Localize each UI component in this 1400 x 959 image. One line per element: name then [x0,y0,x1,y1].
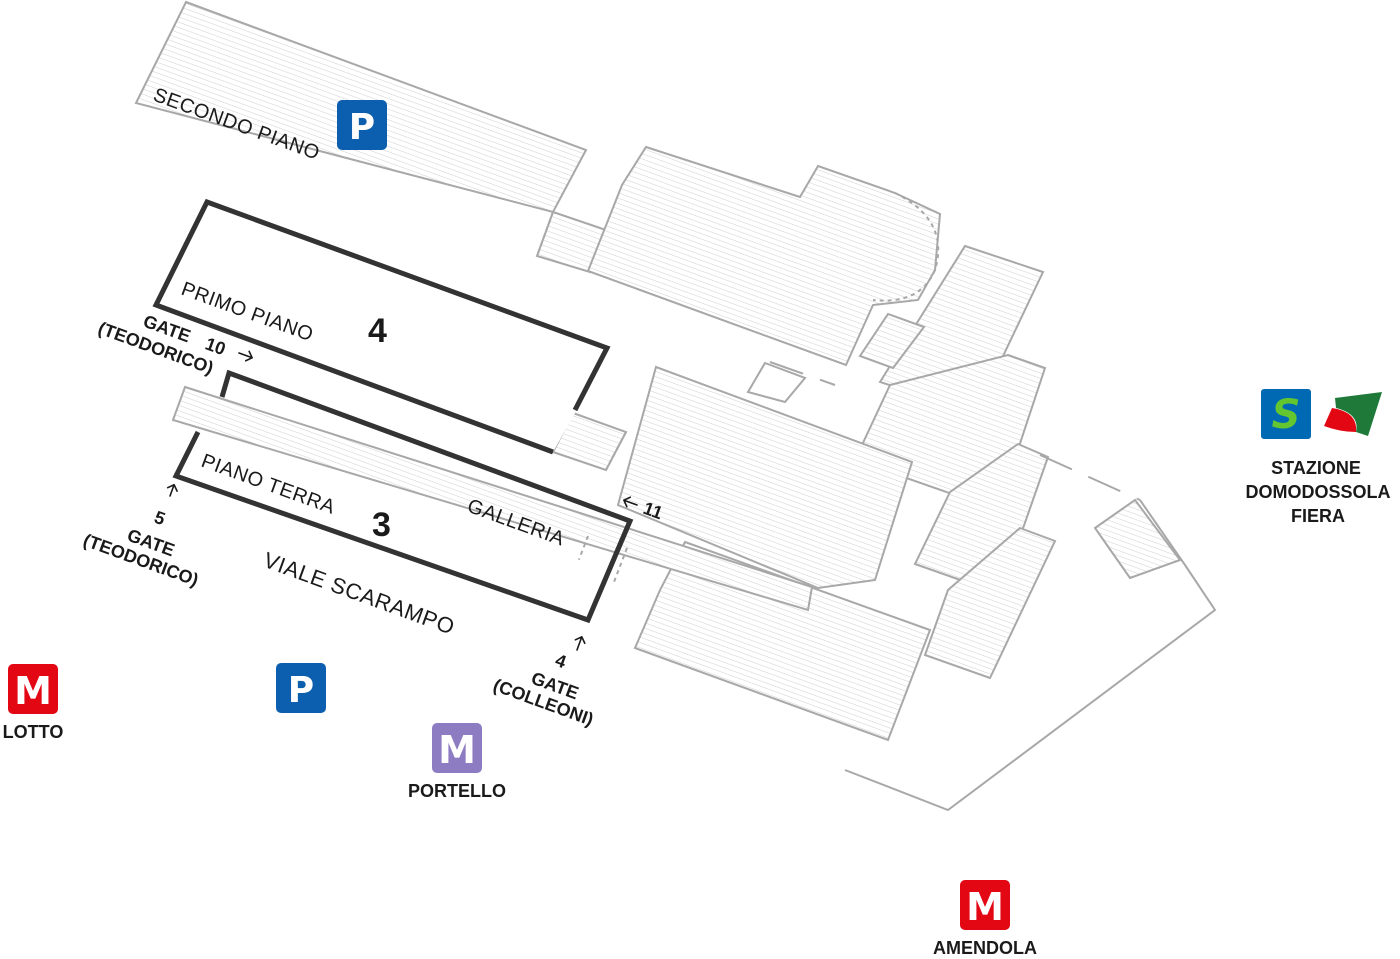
trenord-logo-icon [1324,392,1382,436]
metro-red-icon [960,880,1010,930]
metro-letter: M [438,728,476,772]
parking-bottom[interactable]: P [276,663,326,713]
hall-number-4: 4 [368,312,387,350]
building-middle-small [746,361,807,404]
suburban-letter: S [1272,392,1301,438]
gate-5-arrow-icon [166,483,178,497]
hall-4-outline [156,202,607,452]
building-lower-right [633,540,932,742]
metro-portello-name: PORTELLO [408,781,506,801]
building-right-5 [923,526,1057,680]
metro-lotto-name: LOTTO [3,722,64,742]
metro-amendola[interactable]: M AMENDOLA [933,880,1037,958]
metro-red-icon [8,664,58,714]
gate-10-arrow-icon [238,350,253,362]
parking-letter: P [288,670,314,711]
parking-icon [337,100,387,150]
hall-4-border [152,198,611,455]
hall-3-fill [176,432,580,622]
hall-number-3: 3 [372,506,391,544]
metro-amendola-name: AMENDOLA [933,938,1037,958]
galleria-corridor [171,385,814,612]
gate-4-arrow-icon [574,636,586,651]
parking-icon [276,663,326,713]
metro-portello[interactable]: M PORTELLO [408,723,506,801]
station-line-1: STAZIONE [1271,458,1361,478]
gate-4[interactable]: 4 GATE (COLLEONI) [491,635,597,730]
gate-4-number: 4 [553,650,569,672]
boundary-line [844,499,1217,812]
metro-lotto[interactable]: M LOTTO [3,664,64,742]
metro-letter: M [966,885,1004,929]
suburban-rail-icon [1261,389,1311,439]
station-domodossola[interactable]: S STAZIONE DOMODOSSOLA FIERA [1245,389,1391,526]
gate-5[interactable]: 5 GATE (TEODORICO) [81,483,202,590]
station-line-2: DOMODOSSOLA [1245,482,1390,502]
parking-letter: P [349,107,375,148]
parking-top[interactable]: P [337,100,387,150]
gate-11-arrow-icon [623,496,638,508]
building-diamond [1093,498,1182,580]
metro-letter: M [14,669,52,713]
building-right-2 [858,312,926,370]
hall-3-border-top [172,369,634,624]
station-line-3: FIERA [1291,506,1345,526]
building-right-4 [913,442,1050,596]
gate-5-number: 5 [152,507,168,529]
metro-purple-icon [432,723,482,773]
building-middle [616,365,914,590]
